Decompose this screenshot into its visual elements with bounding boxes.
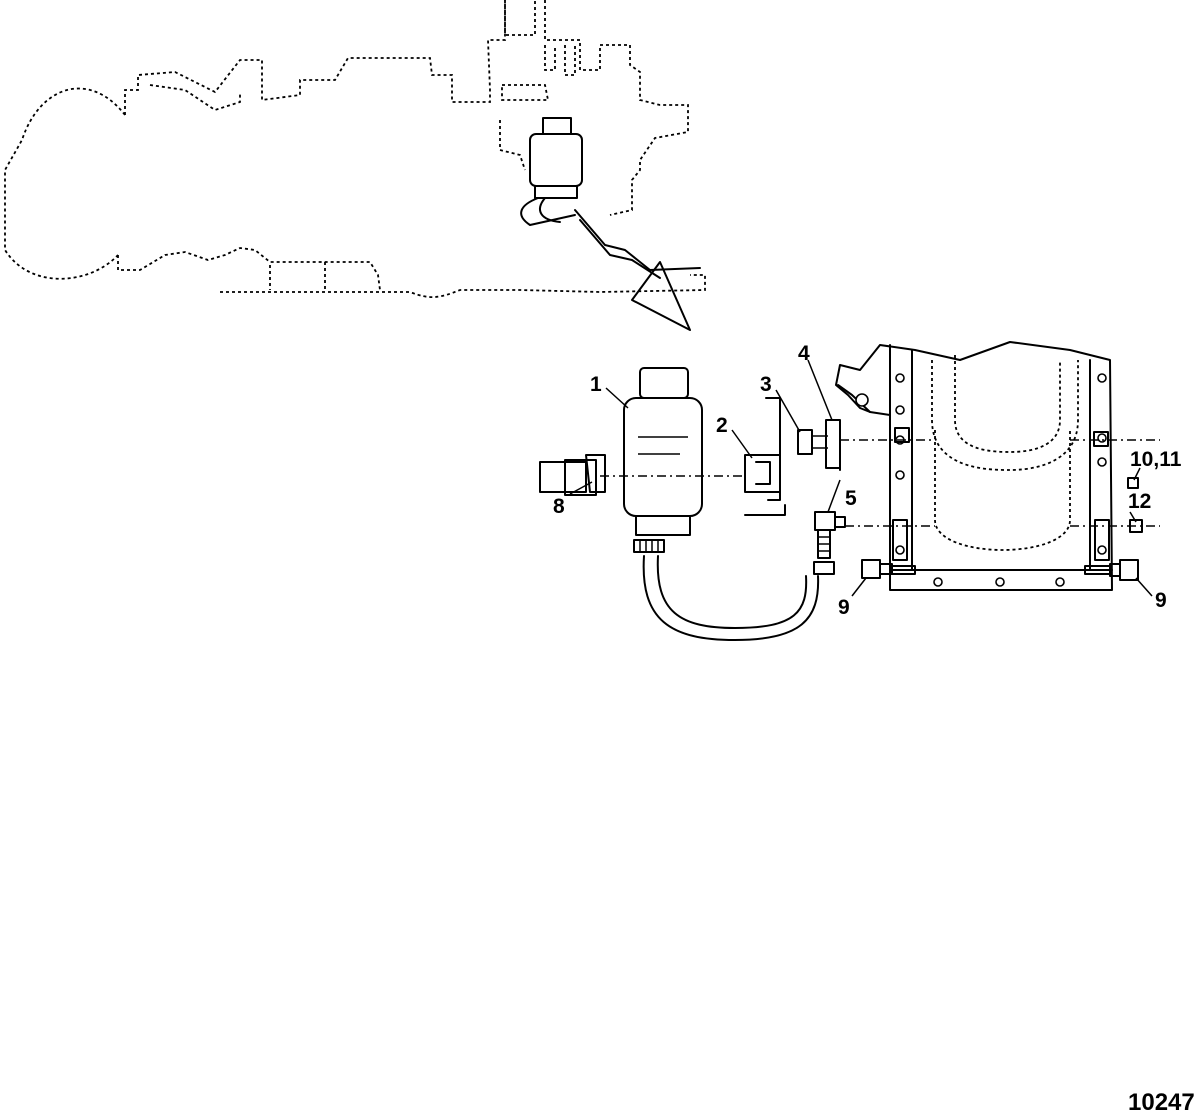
- callout-4: 4: [798, 342, 810, 365]
- callout-2: 2: [716, 414, 728, 437]
- callout-8: 8: [553, 495, 565, 518]
- leader-lines: [569, 359, 1153, 597]
- callout-9-left: 9: [838, 596, 850, 619]
- callout-1: 1: [590, 373, 602, 396]
- elbow-fitting: [813, 511, 846, 575]
- callout-12: 12: [1128, 490, 1151, 513]
- bracket: [744, 397, 786, 516]
- mounting-frame: [835, 341, 1113, 591]
- coolant-reservoir: [623, 367, 703, 553]
- callout-9-right: 9: [1155, 589, 1167, 612]
- callouts: 1 2 3 4 5 8 9 9 10,11 12: [553, 342, 1182, 619]
- callout-10-11: 10,11: [1130, 448, 1182, 471]
- center-lines: [600, 439, 1160, 527]
- engine-overview: [4, 0, 706, 331]
- hose: [642, 555, 820, 641]
- figure-number: 10247: [1128, 1089, 1195, 1116]
- bolt-and-plate: [797, 419, 841, 471]
- mounting-strap: [539, 454, 606, 496]
- callout-5: 5: [845, 487, 857, 510]
- frame-bolts: [861, 427, 1143, 581]
- callout-3: 3: [760, 373, 772, 396]
